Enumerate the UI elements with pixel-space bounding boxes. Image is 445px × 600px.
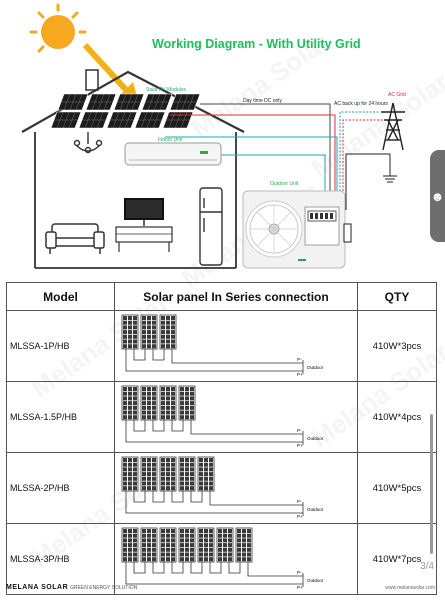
solar-panel-icon xyxy=(197,456,215,499)
roof-solar-panel xyxy=(106,111,138,129)
connection-cell: P- P+ Outdoor xyxy=(114,452,358,524)
outdoor-ac-unit xyxy=(242,190,346,269)
scrollbar[interactable] xyxy=(430,414,433,554)
p-pos-label: P+ xyxy=(297,514,303,518)
qty-cell: 410W*3pcs xyxy=(357,310,437,382)
fridge-icon xyxy=(199,187,223,266)
roof-solar-panel xyxy=(141,93,173,111)
outdoor-label: Outdoor xyxy=(307,507,324,512)
table-row: MLSSA-1.5P/HB P- P+ Outdoor 410W*4pcs xyxy=(6,381,437,453)
roof-solar-panel xyxy=(85,93,117,111)
p-neg-label: P- xyxy=(297,499,302,504)
qty-cell: 410W*7pcs xyxy=(357,523,437,595)
roof-solar-panel xyxy=(113,93,145,111)
diagram-title: Working Diagram - With Utility Grid xyxy=(152,37,361,51)
ac-backup-label: AC back up for 24 hours xyxy=(334,101,388,107)
p-pos-label: P+ xyxy=(297,443,303,447)
solar-panel-icon xyxy=(197,527,222,574)
solar-panel-icon xyxy=(178,456,203,503)
roof-solar-panel xyxy=(134,111,166,129)
series-connection-diagram: P- P+ Outdoor xyxy=(121,385,324,448)
model-cell: MLSSA-2P/HB xyxy=(6,452,115,524)
footer-url[interactable]: www.melanasolar.com xyxy=(385,585,435,591)
table-row: MLSSA-2P/HB P- P+ Outdoor 410W*5pcs xyxy=(6,452,437,524)
solar-panel-icon xyxy=(159,456,184,503)
footer-brand: MELANA SOLAR GREEN ENERGY SOLUTION xyxy=(6,584,137,591)
chandelier-icon xyxy=(73,132,103,154)
solar-panel-icon xyxy=(121,385,146,432)
header-qty: QTY xyxy=(357,282,437,311)
solar-panel-icon xyxy=(140,456,165,503)
wiring xyxy=(165,103,397,210)
model-cell: MLSSA-1P/HB xyxy=(6,310,115,382)
qty-cell: 410W*4pcs xyxy=(357,381,437,453)
table-row: MLSSA-3P/HB P- P+ Outdoor 410W*7pcs xyxy=(6,523,437,595)
ac-grid-label: AC Grid xyxy=(388,92,406,98)
sofa-icon xyxy=(45,223,105,254)
connection-cell: P- P+ Outdoor xyxy=(114,523,358,595)
indoor-unit-label: Indoor Unit xyxy=(158,137,183,143)
accessibility-icon[interactable]: ☻ xyxy=(430,150,445,242)
solar-panel-icon xyxy=(159,385,184,432)
roof-solar-panel xyxy=(162,111,194,129)
series-connection-diagram: P- P+ Outdoor xyxy=(121,456,324,519)
sun-icon xyxy=(29,3,87,53)
solar-panel-icon xyxy=(140,314,165,361)
solar-panel-icon xyxy=(178,527,203,574)
series-wires xyxy=(125,570,304,587)
connection-cell: P- P+ Outdoor xyxy=(114,310,358,382)
model-cell: MLSSA-3P/HB xyxy=(6,523,115,595)
tv-icon xyxy=(115,198,173,252)
series-wires xyxy=(125,357,304,374)
model-cell: MLSSA-1.5P/HB xyxy=(6,381,115,453)
roof-solar-panel xyxy=(169,93,201,111)
solar-panel-icon xyxy=(235,527,253,570)
brand-name: MELANA SOLAR xyxy=(6,584,69,591)
solar-panel-icon xyxy=(216,527,241,574)
series-connection-diagram: P- P+ Outdoor xyxy=(121,314,324,377)
outdoor-label: Outdoor xyxy=(307,436,324,441)
p-neg-label: P- xyxy=(297,428,302,433)
series-wires xyxy=(125,428,304,445)
roof-solar-panel xyxy=(57,93,89,111)
power-tower-icon xyxy=(381,102,405,151)
solar-pv-modules xyxy=(50,93,201,129)
series-connection-diagram: P- P+ Outdoor xyxy=(121,527,324,590)
outdoor-label: Outdoor xyxy=(307,365,324,370)
p-pos-label: P+ xyxy=(297,585,303,589)
qty-cell: 410W*5pcs xyxy=(357,452,437,524)
chimney xyxy=(85,69,99,91)
header-model: Model xyxy=(6,282,115,311)
solar-panel-icon xyxy=(140,527,165,574)
p-pos-label: P+ xyxy=(297,372,303,376)
solar-panel-icon xyxy=(140,385,165,432)
indoor-ac-unit xyxy=(124,142,222,166)
solar-panel-spec-table: Model Solar panel In Series connection Q… xyxy=(6,282,437,595)
p-neg-label: P- xyxy=(297,570,302,575)
header-solar-panel-series: Solar panel In Series connection xyxy=(114,282,358,311)
table-row: MLSSA-1P/HB P- P+ Outdoor 410W*3pcs xyxy=(6,310,437,382)
brand-tagline: GREEN ENERGY SOLUTION xyxy=(70,585,138,591)
roof-solar-panel xyxy=(50,111,82,129)
solar-panel-icon xyxy=(121,314,146,361)
day-time-dc-label: Day time DC only xyxy=(243,98,282,104)
outdoor-label: Outdoor xyxy=(307,578,324,583)
solar-modules-label: Solar PV Modules xyxy=(146,87,187,93)
page-number: 3/4 xyxy=(420,561,434,572)
series-wires xyxy=(125,499,304,516)
solar-panel-icon xyxy=(121,456,146,503)
outdoor-unit-label: Outdoor Unit xyxy=(270,181,299,187)
solar-panel-icon xyxy=(159,527,184,574)
solar-panel-icon xyxy=(121,527,146,574)
roof-solar-panel xyxy=(78,111,110,129)
solar-panel-icon xyxy=(178,385,196,428)
solar-panel-icon xyxy=(159,314,177,357)
p-neg-label: P- xyxy=(297,357,302,362)
connection-cell: P- P+ Outdoor xyxy=(114,381,358,453)
working-diagram xyxy=(21,3,405,269)
terminal-box xyxy=(343,223,352,243)
